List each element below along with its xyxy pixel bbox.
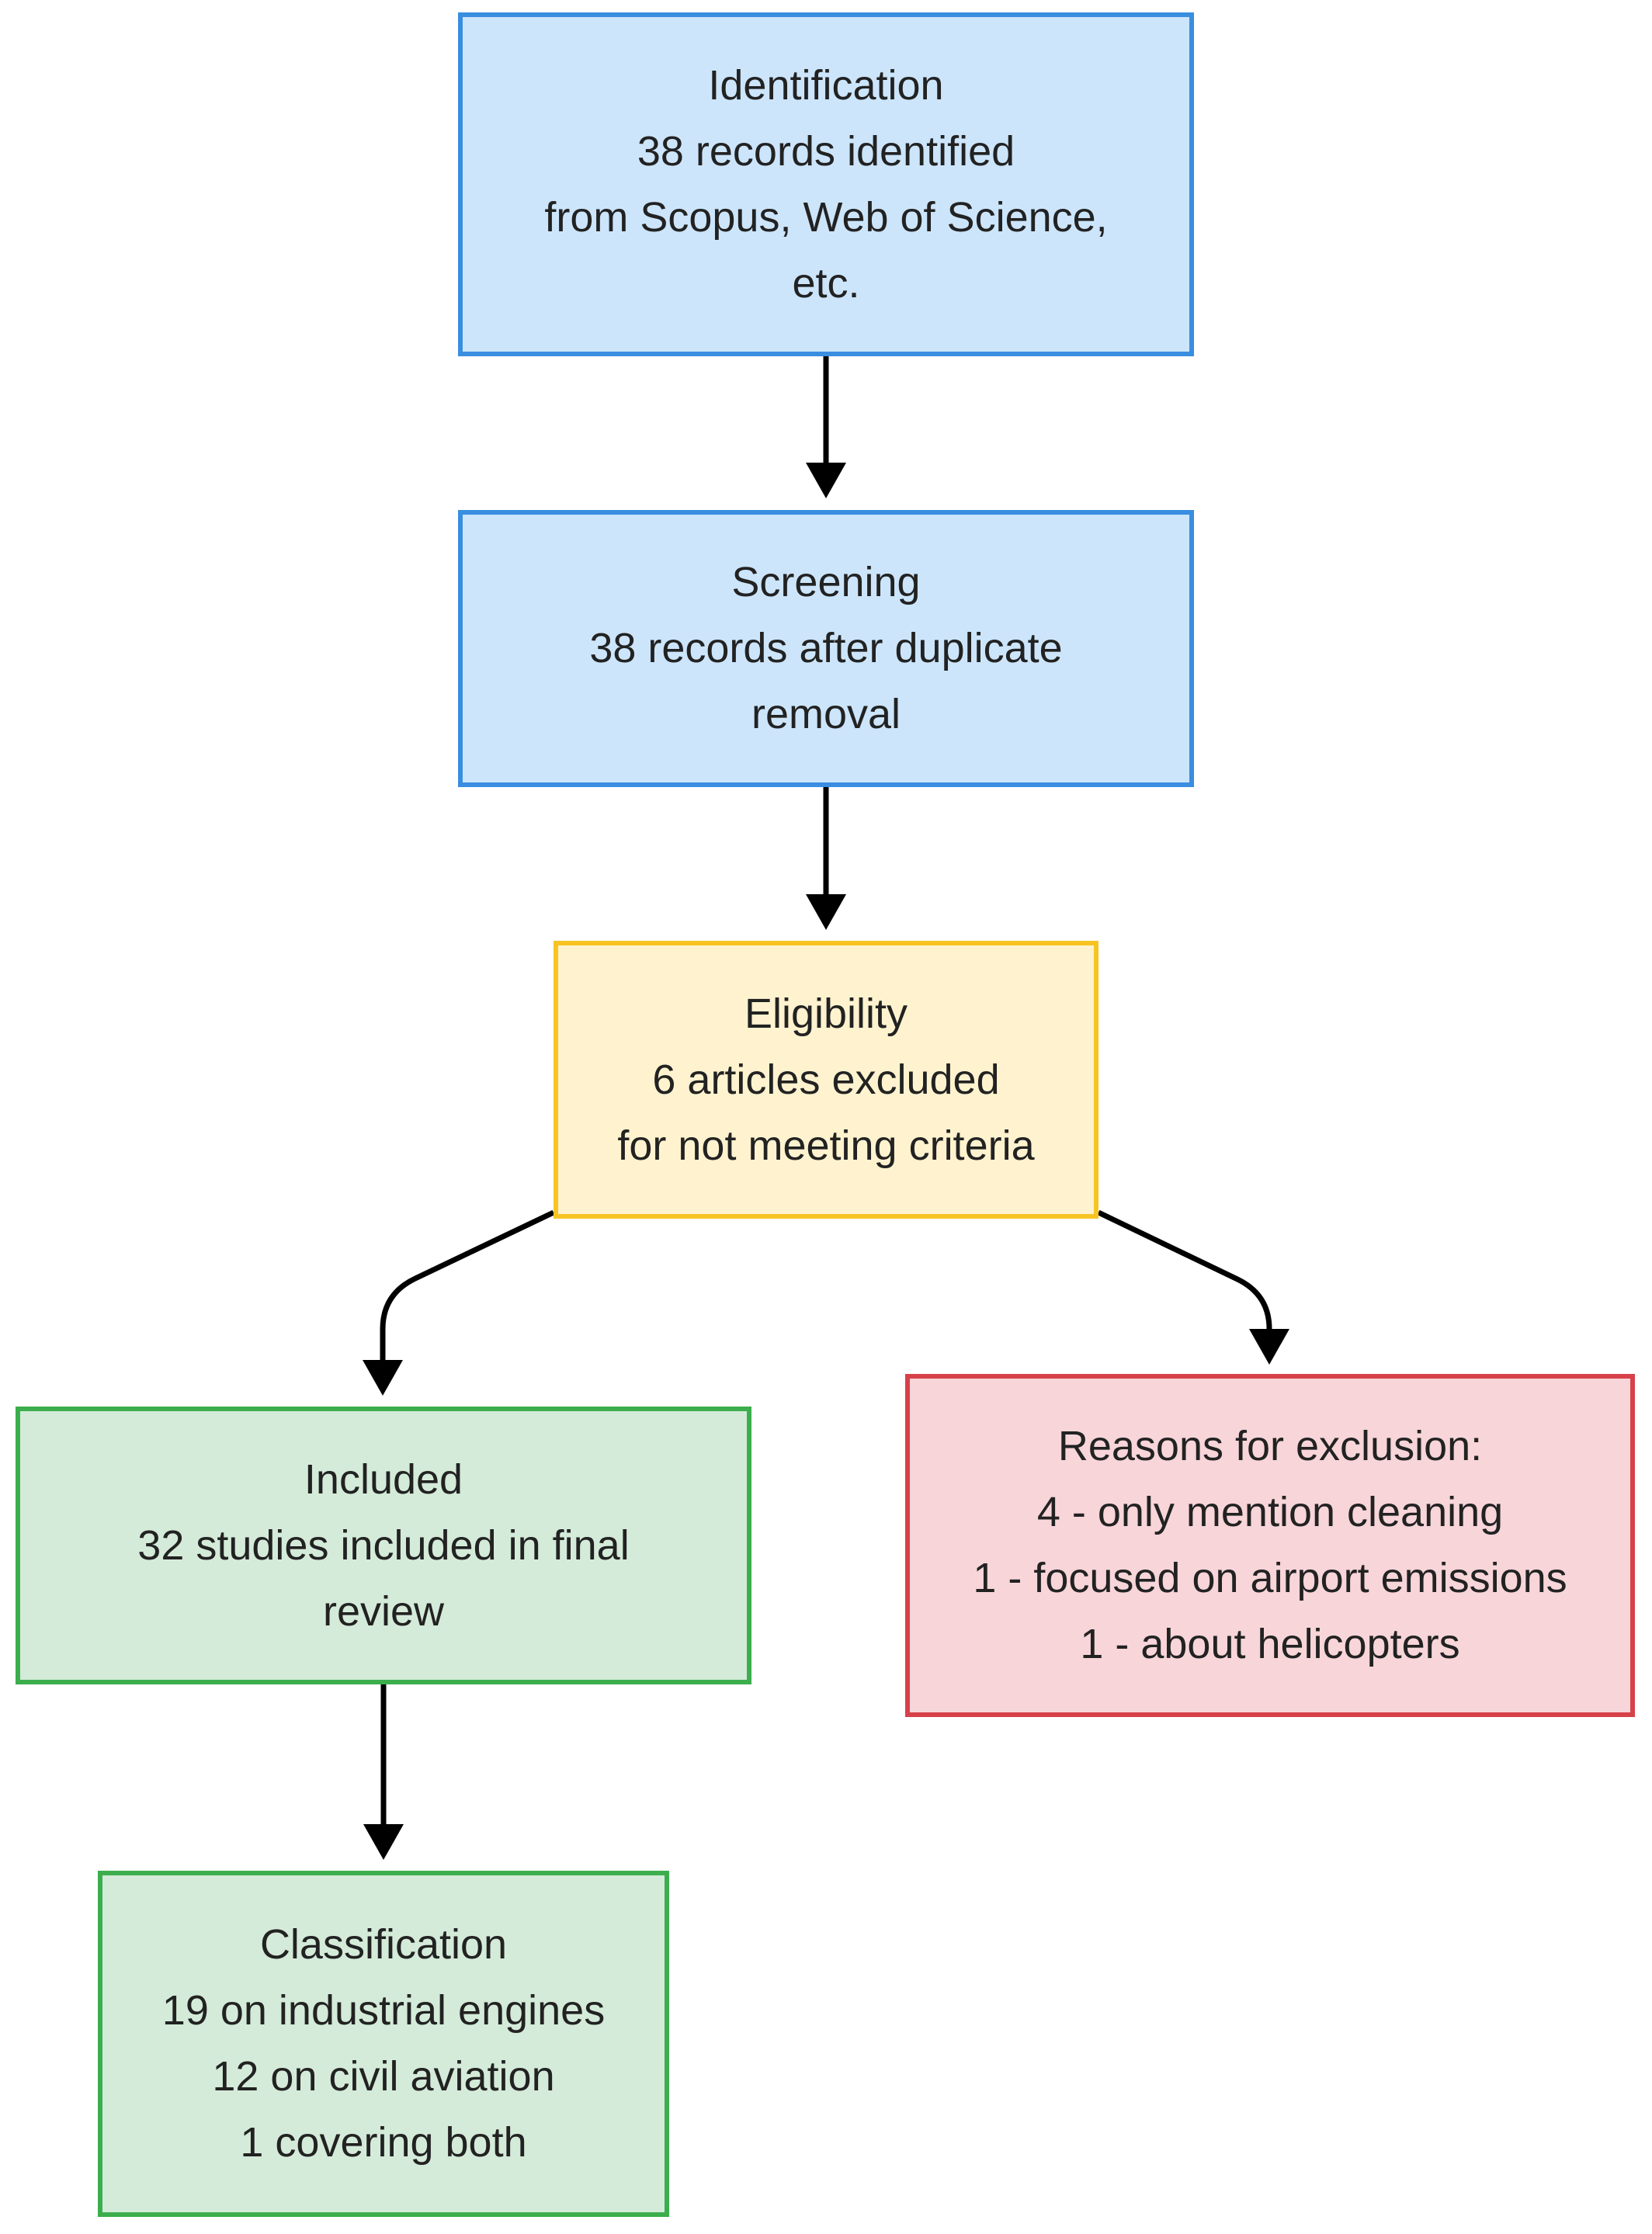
included-title: Included <box>304 1455 463 1503</box>
eligibility-title: Eligibility <box>744 990 908 1037</box>
identification-line-2: from Scopus, Web of Science, <box>544 193 1108 241</box>
exclusion-line-2: 1 - focused on airport emissions <box>973 1555 1567 1601</box>
identification-line-1: 38 records identified <box>637 127 1015 175</box>
screening-title: Screening <box>731 559 921 605</box>
arrow-eligibility-to-included <box>380 1209 555 1360</box>
arrowhead-included-to-classification <box>363 1824 404 1860</box>
exclusion-line-1: 4 - only mention cleaning <box>1036 1489 1504 1535</box>
eligibility-box: Eligibility 6 articles excluded for not … <box>554 941 1098 1219</box>
eligibility-line-1: 6 articles excluded <box>652 1056 1000 1103</box>
included-box: Included 32 studies included in final re… <box>16 1407 751 1684</box>
exclusion-line-3: 1 - about helicopters <box>1080 1621 1460 1667</box>
screening-line-2: removal <box>751 691 901 737</box>
eligibility-line-2: for not meeting criteria <box>617 1122 1035 1169</box>
included-line-1: 32 studies included in final <box>137 1521 630 1569</box>
identification-title: Identification <box>708 61 944 109</box>
identification-line-3: etc. <box>792 259 860 307</box>
classification-title: Classification <box>259 1921 508 1968</box>
arrowhead-eligibility-to-exclusion <box>1249 1329 1289 1365</box>
classification-line-3: 1 covering both <box>240 2119 527 2166</box>
arrow-eligibility-to-exclusion <box>1097 1209 1272 1330</box>
arrowhead-screening-to-eligibility <box>806 894 846 930</box>
exclusion-title: Reasons for exclusion: <box>1057 1423 1483 1469</box>
classification-line-1: 19 on industrial engines <box>161 1987 606 2034</box>
identification-box: Identification 38 records identified fro… <box>458 12 1194 356</box>
exclusion-reasons-box: Reasons for exclusion: 4 - only mention … <box>905 1374 1635 1717</box>
screening-line-1: 38 records after duplicate <box>589 625 1063 671</box>
arrowhead-eligibility-to-included <box>363 1360 403 1396</box>
screening-box: Screening 38 records after duplicate rem… <box>458 510 1194 787</box>
classification-line-2: 12 on civil aviation <box>212 2053 555 2100</box>
included-line-2: review <box>322 1587 445 1635</box>
classification-box: Classification 19 on industrial engines … <box>98 1871 669 2217</box>
arrowhead-identification-to-screening <box>806 463 846 498</box>
